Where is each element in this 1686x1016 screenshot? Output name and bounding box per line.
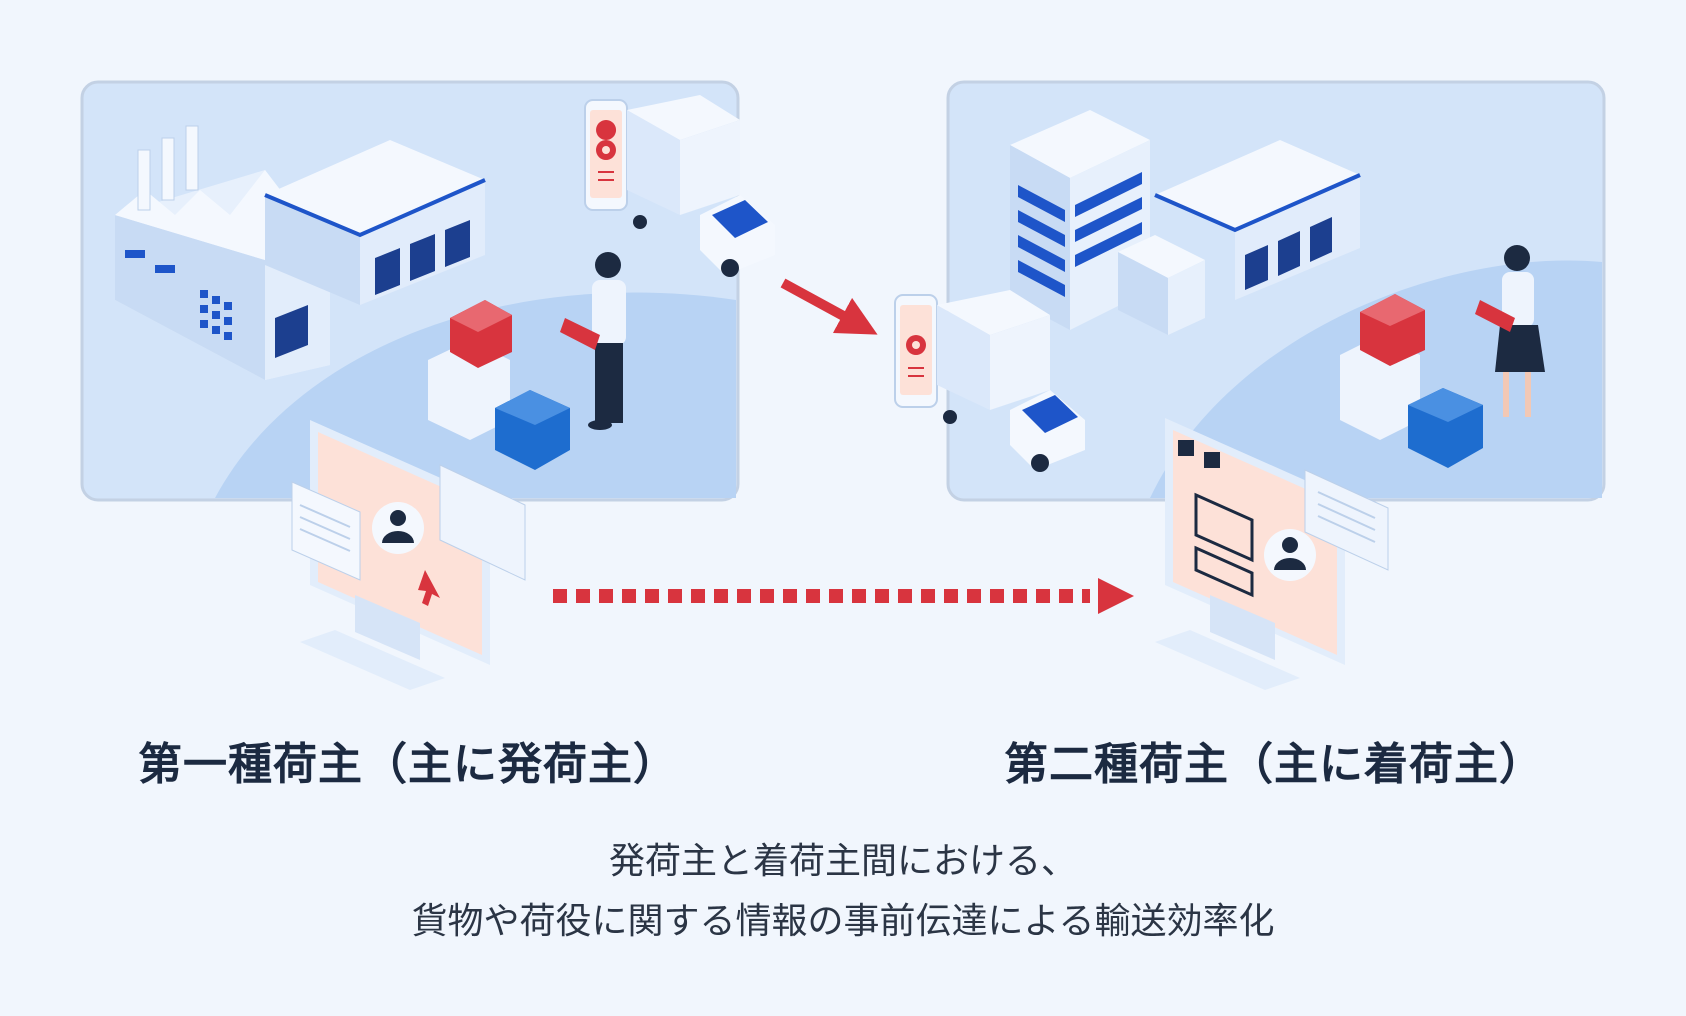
caption-line-2: 貨物や荷役に関する情報の事前伝達による輸送効率化 <box>411 901 1275 942</box>
tracking-phone-icon <box>584 99 628 211</box>
tracking-phone-icon <box>894 294 938 408</box>
information-flow-arrowhead <box>1098 578 1134 614</box>
warehouse-icon <box>1154 140 1361 300</box>
second-class-shipper-label: 第二種荷主（主に着荷主） <box>1004 739 1544 790</box>
caption: 発荷主と着荷主間における、 貨物や荷役に関する情報の事前伝達による輸送効率化 <box>0 832 1686 952</box>
cargo-boxes-icon <box>428 300 570 470</box>
delivery-truck-icon <box>937 290 1085 472</box>
worker-woman-icon <box>1475 245 1545 417</box>
warehouse-icon <box>264 140 486 305</box>
cargo-boxes-icon <box>1340 294 1483 468</box>
delivery-truck-icon <box>627 95 775 277</box>
worker-man-icon <box>560 252 626 430</box>
receiver-monitor-icon <box>1155 418 1389 690</box>
first-class-shipper-label: 第一種荷主（主に発荷主） <box>138 739 678 790</box>
caption-line-1: 発荷主と着荷主間における、 <box>608 841 1077 882</box>
sender-monitor-icon <box>291 420 526 690</box>
office-building-icon <box>1010 110 1205 335</box>
shipment-arrow <box>780 278 878 335</box>
